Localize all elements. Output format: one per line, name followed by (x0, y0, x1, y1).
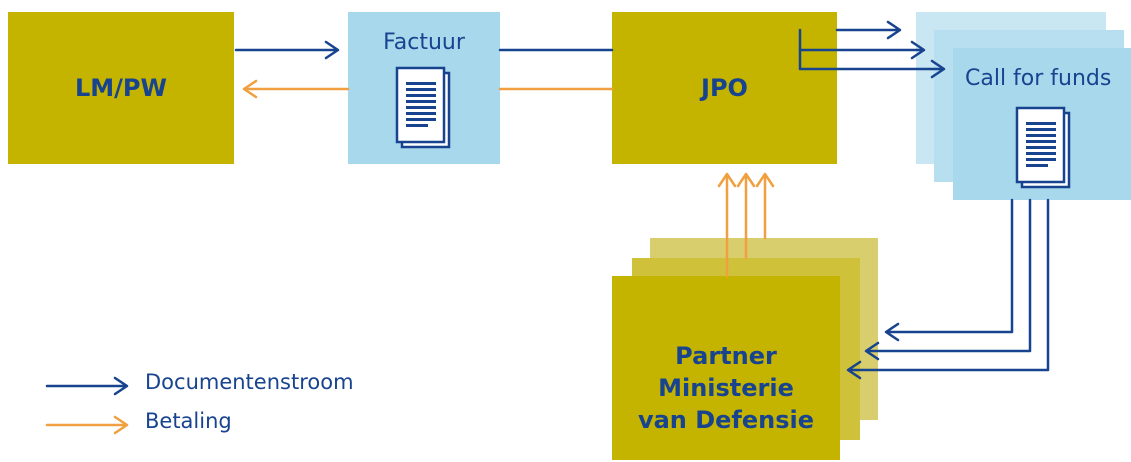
lmpw-box: LM/PW (8, 12, 234, 164)
arrow-partner-to-jpo-3 (755, 172, 775, 240)
arrow-cff-to-partner-2 (864, 198, 1032, 361)
partner-label-line1: Partner (675, 342, 777, 370)
arrow-partner-to-jpo-2 (736, 172, 756, 260)
arrow-jpo-to-cff-2 (798, 40, 926, 60)
legend-document-label: Documentenstroom (145, 370, 354, 394)
arrow-jpo-to-cff-1 (835, 20, 902, 40)
jpo-label: JPO (701, 74, 748, 102)
document-icon (1015, 106, 1071, 189)
partner-box: Partner Ministerie van Defensie (612, 276, 840, 460)
factuur-label: Factuur (383, 30, 465, 55)
partner-label-line3: van Defensie (637, 406, 815, 434)
legend-document-arrow (45, 376, 129, 396)
arrow-lmpw-to-factuur (234, 40, 340, 60)
arrow-cff-to-partner-1 (884, 198, 1014, 342)
legend-payment-arrow (45, 415, 129, 435)
document-icon (395, 66, 451, 149)
arrow-partner-to-jpo-1 (717, 172, 737, 278)
arrow-factuur-to-lmpw (242, 79, 350, 99)
lmpw-label: LM/PW (74, 74, 167, 102)
arrow-cff-to-partner-3 (846, 198, 1050, 380)
arrow-jpo-to-cff-3 (798, 28, 946, 79)
partner-label-line2: Ministerie (658, 374, 794, 402)
call-for-funds-label: Call for funds (965, 66, 1112, 91)
legend-payment-label: Betaling (145, 409, 232, 433)
